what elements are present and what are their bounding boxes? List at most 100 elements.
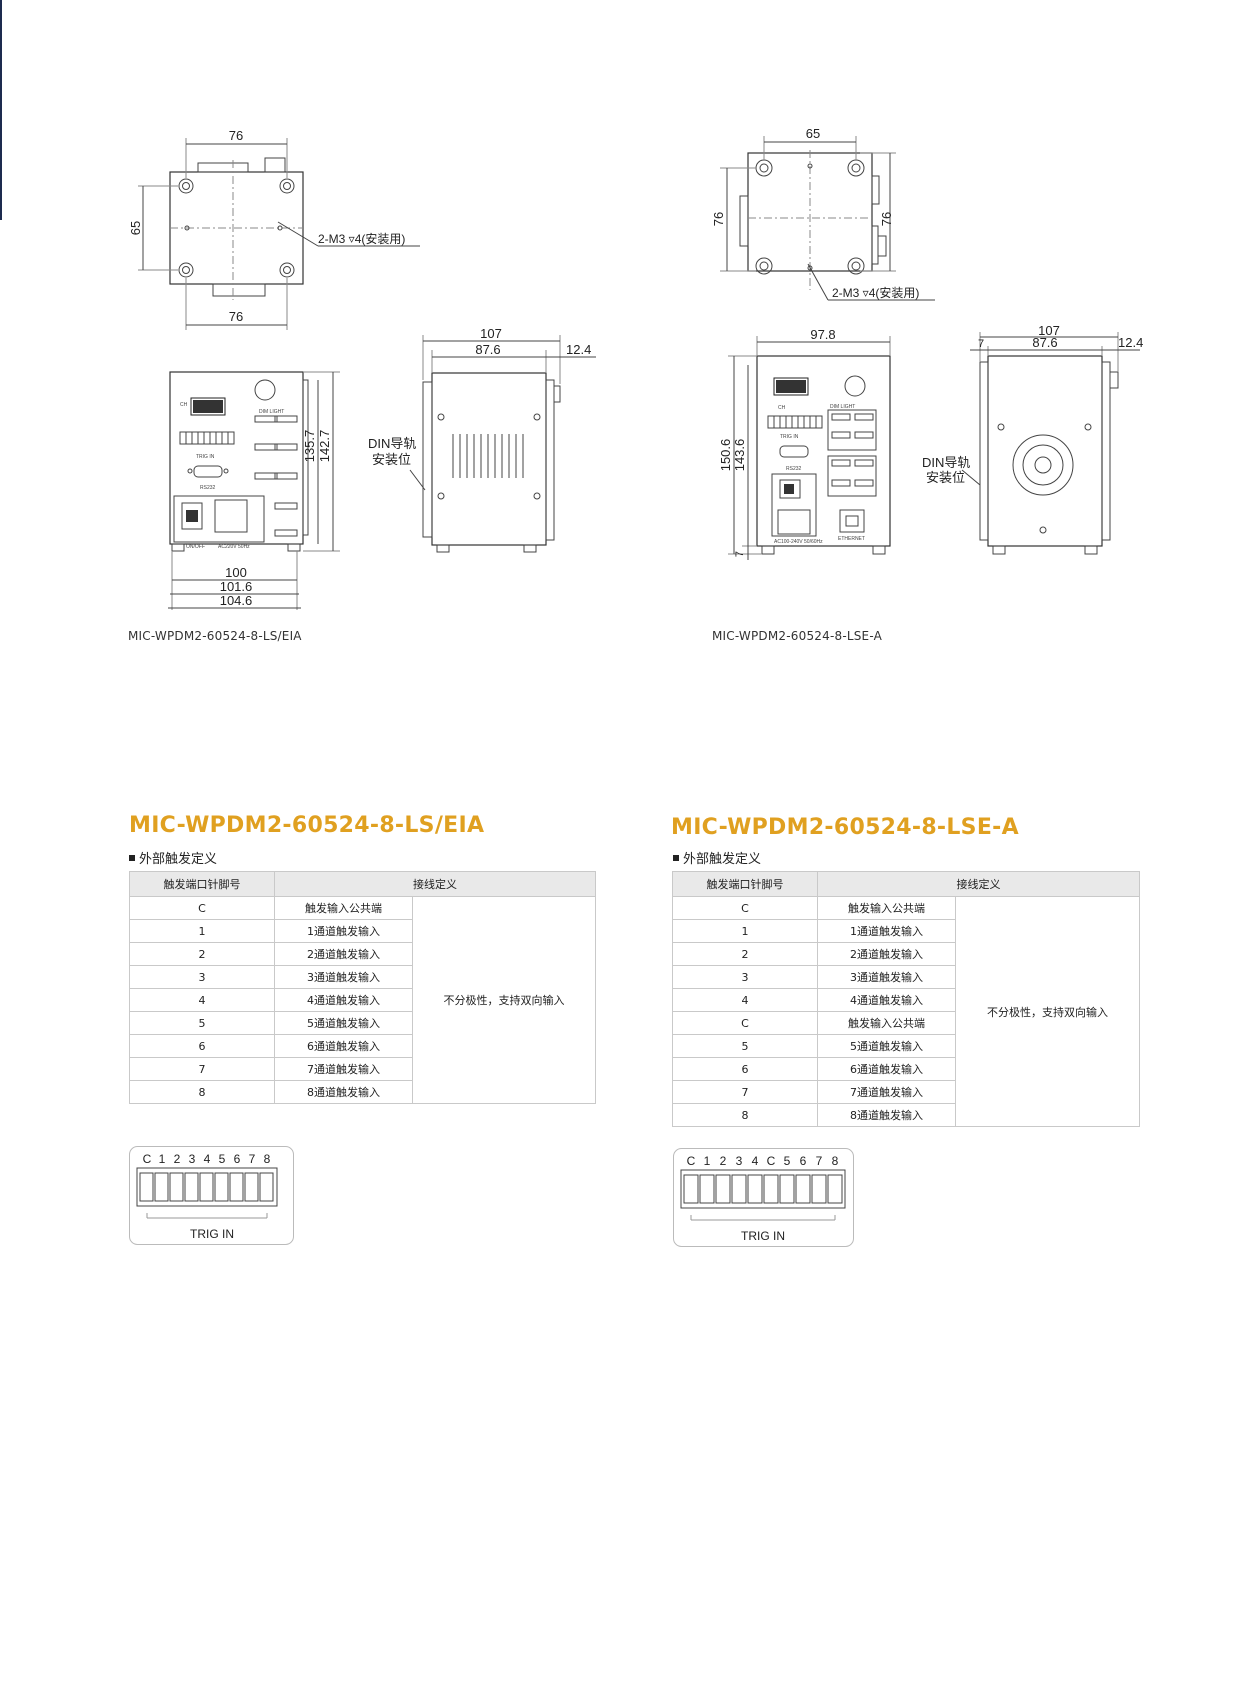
svg-text:TRIG IN: TRIG IN [196, 454, 215, 460]
right-dim-top-h2: 76 [879, 212, 894, 226]
svg-text:3: 3 [189, 1152, 196, 1166]
right-dim-side-body: 87.6 [1032, 335, 1057, 350]
svg-text:ETHERNET: ETHERNET [838, 536, 865, 542]
left-dim-front-w1: 100 [225, 565, 247, 580]
right-dim-side-knob: 12.4 [1118, 335, 1143, 350]
table-note: 不分极性，支持双向输入 [412, 896, 596, 1104]
table-row: C 触发输入公共端 不分极性，支持双向输入 [672, 896, 1140, 1127]
connector-pin-labels: C 1 2 3 4 5 6 7 8 [143, 1152, 271, 1166]
svg-text:5: 5 [219, 1152, 226, 1166]
svg-text:DIM LIGHT: DIM LIGHT [259, 409, 284, 415]
svg-text:C: C [143, 1152, 152, 1166]
svg-text:7: 7 [816, 1154, 823, 1168]
right-drawing-caption: MIC-WPDM2-60524-8-LSE-A [712, 629, 883, 643]
right-section-subtitle: 外部触发定义 [673, 848, 761, 867]
left-dim-top-w2: 76 [229, 309, 243, 324]
right-dim-side-foot: 7 [978, 338, 984, 350]
table-header-pin: 触发端口针脚号 [129, 871, 275, 897]
table-header-def: 接线定义 [274, 871, 596, 897]
left-section-subtitle: 外部触发定义 [129, 848, 217, 867]
svg-text:4: 4 [752, 1154, 759, 1168]
bullet-square-icon [129, 855, 135, 861]
svg-text:CH: CH [778, 405, 786, 411]
svg-text:2: 2 [174, 1152, 181, 1166]
svg-text:5: 5 [784, 1154, 791, 1168]
connector-pin-labels: C 1 2 3 4 C 5 6 7 8 [687, 1154, 839, 1168]
left-dim-side-knob: 12.4 [566, 342, 591, 357]
left-dim-side-body: 87.6 [475, 342, 500, 357]
svg-text:6: 6 [800, 1154, 807, 1168]
svg-text:CH: CH [180, 402, 188, 408]
left-section-title: MIC-WPDM2-60524-8-LS/EIA [129, 813, 485, 838]
svg-text:C: C [687, 1154, 696, 1168]
svg-text:1: 1 [159, 1152, 166, 1166]
svg-text:AC220V 50Hz: AC220V 50Hz [218, 544, 250, 550]
right-din-label-2: 安装位 [926, 470, 965, 485]
right-dim-front-h1: 150.6 [718, 439, 733, 472]
right-dim-top-w: 65 [806, 126, 820, 141]
left-dim-front-h1: 135.7 [302, 430, 317, 463]
svg-text:3: 3 [736, 1154, 743, 1168]
left-dim-front-w2: 101.6 [220, 579, 253, 594]
right-dim-side-total: 107 [1038, 323, 1060, 338]
left-dim-top-h: 65 [128, 221, 143, 235]
table-header-pin: 触发端口针脚号 [672, 871, 818, 897]
svg-text:C: C [767, 1154, 776, 1168]
connector-label: TRIG IN [741, 1229, 785, 1243]
left-side-view [409, 335, 596, 553]
left-dim-front-h2: 142.7 [317, 430, 332, 463]
right-dim-front-w: 97.8 [810, 327, 835, 342]
left-dim-top-w: 76 [229, 128, 243, 143]
svg-text:RS232: RS232 [786, 466, 802, 472]
bullet-square-icon [673, 855, 679, 861]
connector-label: TRIG IN [190, 1227, 234, 1241]
svg-text:6: 6 [234, 1152, 241, 1166]
svg-text:RS232: RS232 [200, 485, 216, 491]
left-din-label-1: DIN导轨 [368, 436, 416, 451]
svg-text:7: 7 [249, 1152, 256, 1166]
left-trig-in-connector: C 1 2 3 4 5 6 7 8 TRIG IN [129, 1146, 294, 1245]
right-dim-front-foot: 7 [734, 551, 746, 557]
right-dim-front-h2: 143.6 [732, 439, 747, 472]
right-hole-note: 2-M3 ▿4(安装用) [832, 285, 919, 300]
svg-text:1: 1 [704, 1154, 711, 1168]
left-drawing-caption: MIC-WPDM2-60524-8-LS/EIA [128, 629, 302, 643]
left-dim-front-w3: 104.6 [220, 593, 253, 608]
svg-text:8: 8 [264, 1152, 271, 1166]
right-side-view [961, 332, 1140, 555]
table-row: C 触发输入公共端 不分极性，支持双向输入 [129, 896, 596, 1104]
right-trig-in-connector: C 1 2 3 4 C 5 6 7 8 TRIG IN [673, 1148, 854, 1247]
right-section-title: MIC-WPDM2-60524-8-LSE-A [671, 815, 1019, 840]
left-din-label-2: 安装位 [372, 452, 411, 467]
svg-text:4: 4 [204, 1152, 211, 1166]
right-front-view [728, 336, 891, 560]
left-top-view [138, 138, 420, 330]
left-hole-note: 2-M3 ▿4(安装用) [318, 231, 405, 246]
svg-text:ON/OFF: ON/OFF [186, 544, 205, 550]
svg-text:DIM LIGHT: DIM LIGHT [830, 404, 855, 410]
table-note: 不分极性，支持双向输入 [955, 896, 1140, 1127]
right-din-label-1: DIN导轨 [922, 455, 970, 470]
page-edge-bar [0, 0, 2, 220]
left-dim-side-total: 107 [480, 326, 502, 341]
right-dim-top-h: 76 [711, 212, 726, 226]
svg-text:2: 2 [720, 1154, 727, 1168]
right-top-view [720, 136, 935, 301]
table-header-def: 接线定义 [817, 871, 1140, 897]
svg-text:TRIG IN: TRIG IN [780, 434, 799, 440]
svg-text:8: 8 [832, 1154, 839, 1168]
technical-drawings: 76 65 76 2-M3 ▿4(安装用) [128, 126, 1143, 610]
svg-text:AC100-240V 50/60Hz: AC100-240V 50/60Hz [774, 539, 823, 545]
